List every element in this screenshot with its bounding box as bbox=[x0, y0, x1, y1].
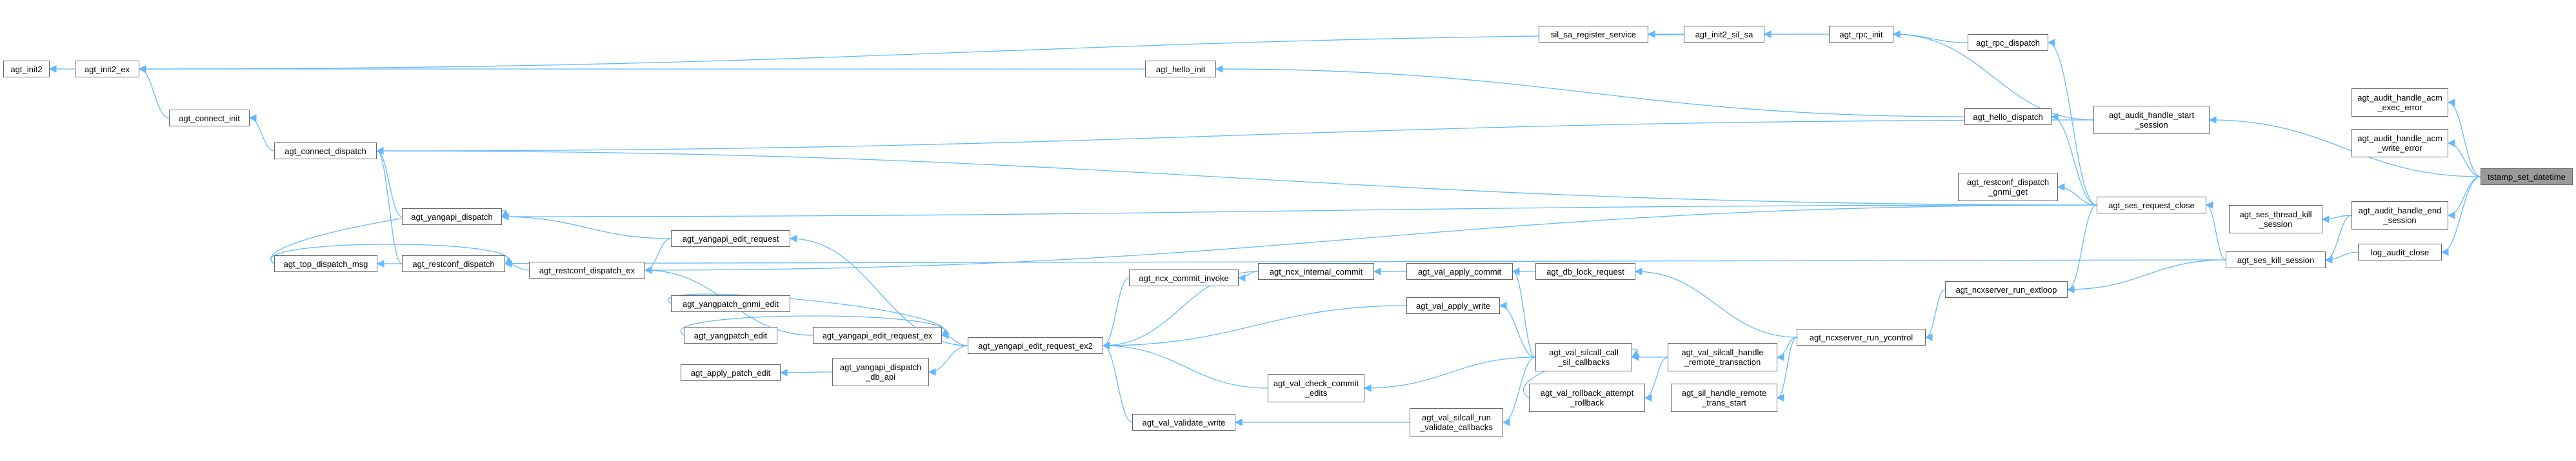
node-agt-connect-init[interactable]: agt_connect_init bbox=[169, 110, 250, 126]
node-agt-val-validate-write[interactable]: agt_val_validate_write bbox=[1132, 414, 1235, 431]
edge-agt_ses_request_close-to-agt_ncxserver_run_extloop bbox=[2066, 204, 2097, 293]
edge-agt_yangapi_edit_request-to-agt_yangapi_dispatch bbox=[501, 213, 672, 239]
edge-agt_ses_request_close-to-agt_rpc_dispatch bbox=[2047, 39, 2097, 206]
edge-log_audit_close-to-agt_ses_kill_session bbox=[2324, 251, 2359, 264]
edge-agt_val_validate_write-to-agt_yangapi_edit_request_ex2 bbox=[1102, 342, 1133, 423]
edge-agt_audit_handle_end_session-to-agt_ses_kill_session bbox=[2324, 215, 2352, 264]
node-agt-ses-thread-kill-session[interactable]: agt_ses_thread_kill _session bbox=[2229, 205, 2322, 233]
edge-agt_ses_request_close-to-agt_restconf_dispatch_ex bbox=[644, 204, 2097, 274]
edge-agt_restconf_dispatch_ex-to-agt_restconf_dispatch bbox=[504, 260, 530, 271]
edge-agt_ncx_internal_commit-to-agt_ncx_commit_invoke bbox=[1237, 271, 1259, 282]
edge-agt_ses_kill_session-to-agt_ses_request_close bbox=[2205, 201, 2226, 260]
node-agt-ncx-internal-commit[interactable]: agt_ncx_internal_commit bbox=[1258, 263, 1374, 280]
edge-agt_val_silcall_sil_callbacks-to-agt_val_apply_commit bbox=[1512, 268, 1536, 358]
node-agt-rpc-init[interactable]: agt_rpc_init bbox=[1829, 26, 1893, 43]
edge-agt_val_apply_write-to-agt_yangapi_edit_request_ex2 bbox=[1102, 305, 1407, 349]
node-agt-val-check-commit-edits[interactable]: agt_val_check_commit _edits bbox=[1268, 374, 1364, 402]
edge-agt_ses_request_close-to-agt_yangapi_dispatch bbox=[501, 204, 2097, 221]
node-agt-yangapi-dispatch[interactable]: agt_yangapi_dispatch bbox=[402, 208, 502, 225]
node-agt-restconf-dispatch-gnmi-get[interactable]: agt_restconf_dispatch _gnmi_get bbox=[1958, 173, 2058, 201]
node-agt-restconf-dispatch[interactable]: agt_restconf_dispatch bbox=[402, 255, 505, 272]
edge-tstamp_set_datetime-to-agt_audit_handle_acm_write_error bbox=[2447, 139, 2481, 177]
edge-agt_ses_request_close-to-agt_connect_dispatch bbox=[375, 147, 2097, 206]
node-agt-init2[interactable]: agt_init2 bbox=[3, 61, 50, 77]
node-agt-sil-handle-remote-trans-start[interactable]: agt_sil_handle_remote _trans_start bbox=[1671, 384, 1777, 412]
node-agt-rpc-dispatch[interactable]: agt_rpc_dispatch bbox=[1968, 34, 2048, 51]
edge-agt_ses_kill_session-to-agt_ncxserver_run_extloop bbox=[2066, 259, 2226, 293]
edge-agt_val_check_commit_edits-to-agt_yangapi_edit_request_ex2 bbox=[1102, 342, 1268, 389]
node-tstamp-set-datetime[interactable]: tstamp_set_datetime bbox=[2481, 168, 2573, 185]
edge-agt_connect_dispatch-to-agt_connect_init bbox=[248, 114, 275, 152]
edge-agt_yangapi_dispatch_db_api-to-agt_apply_patch_edit bbox=[779, 369, 833, 377]
node-agt-ses-request-close[interactable]: agt_ses_request_close bbox=[2097, 197, 2206, 213]
edge-agt_val_silcall_sil_callbacks-to-agt_val_silcall_run_validate_callbacks bbox=[1502, 357, 1536, 426]
edge-agt_val_silcall_sil_callbacks-to-agt_val_apply_write bbox=[1499, 302, 1536, 358]
node-agt-db-lock-request[interactable]: agt_db_lock_request bbox=[1535, 263, 1635, 280]
node-agt-val-silcall-call-sil-callbacks[interactable]: agt_val_silcall_call _sil_callbacks bbox=[1535, 343, 1632, 371]
edge-agt_ncxserver_run_extloop-to-agt_ncxserver_run_ycontrol bbox=[1924, 289, 1946, 341]
edge-tstamp_set_datetime-to-log_audit_close bbox=[2441, 176, 2481, 256]
edge-agt_ncxserver_run_ycontrol-to-agt_sil_handle_remote_trans_start bbox=[1776, 337, 1797, 402]
node-agt-init2-sil-sa[interactable]: agt_init2_sil_sa bbox=[1684, 26, 1764, 43]
node-agt-connect-dispatch[interactable]: agt_connect_dispatch bbox=[274, 142, 377, 159]
node-agt-audit-handle-acm-write-error[interactable]: agt_audit_handle_acm _write_error bbox=[2351, 129, 2448, 157]
edge-agt_ses_request_close-to-agt_restconf_dispatch_gnmi_get bbox=[2057, 183, 2097, 206]
node-agt-yangapi-dispatch-db-api[interactable]: agt_yangapi_dispatch _db_api bbox=[832, 358, 929, 386]
edge-tstamp_set_datetime-to-agt_audit_handle_end_session bbox=[2447, 176, 2481, 219]
node-agt-init2-ex[interactable]: agt_init2_ex bbox=[75, 61, 139, 77]
edge-agt_audit_handle_start_session-to-agt_rpc_init bbox=[1892, 30, 2094, 121]
node-agt-hello-dispatch[interactable]: agt_hello_dispatch bbox=[1964, 108, 2052, 125]
edge-agt_restconf_dispatch-to-agt_connect_dispatch bbox=[375, 147, 403, 264]
node-agt-yangapi-edit-request-ex[interactable]: agt_yangapi_edit_request_ex bbox=[813, 327, 942, 344]
node-agt-yangpatch-edit[interactable]: agt_yangpatch_edit bbox=[684, 327, 777, 344]
node-agt-audit-handle-start-session[interactable]: agt_audit_handle_start _session bbox=[2093, 106, 2210, 134]
edge-agt_ses_request_close-to-agt_hello_dispatch bbox=[2050, 113, 2097, 206]
node-sil-sa-register-service[interactable]: sil_sa_register_service bbox=[1539, 26, 1648, 43]
node-agt-top-dispatch-msg[interactable]: agt_top_dispatch_msg bbox=[274, 255, 377, 272]
edge-agt_hello_dispatch-to-agt_hello_init bbox=[1215, 65, 1965, 117]
edge-agt_audit_handle_start_session-to-agt_connect_dispatch bbox=[375, 119, 2094, 155]
edge-agt_rpc_dispatch-to-agt_rpc_init bbox=[1892, 30, 1968, 43]
node-agt-ses-kill-session[interactable]: agt_ses_kill_session bbox=[2226, 251, 2326, 268]
node-agt-restconf-dispatch-ex[interactable]: agt_restconf_dispatch_ex bbox=[529, 262, 645, 279]
node-agt-apply-patch-edit[interactable]: agt_apply_patch_edit bbox=[681, 364, 781, 381]
node-agt-ncxserver-run-extloop[interactable]: agt_ncxserver_run_extloop bbox=[1945, 281, 2068, 298]
node-agt-val-silcall-run-validate-callbacks[interactable]: agt_val_silcall_run _validate_callbacks bbox=[1410, 408, 1503, 436]
edge-agt_ncxserver_run_ycontrol-to-agt_db_lock_request bbox=[1634, 268, 1797, 338]
node-agt-yangpatch-gnmi-edit[interactable]: agt_yangpatch_gnmi_edit bbox=[671, 295, 790, 312]
node-log-audit-close[interactable]: log_audit_close bbox=[2358, 244, 2442, 260]
node-agt-yangapi-edit-request[interactable]: agt_yangapi_edit_request bbox=[671, 230, 790, 247]
edge-agt_yangapi_edit_request_ex2-to-agt_yangapi_dispatch_db_api bbox=[928, 345, 968, 376]
node-agt-val-apply-write[interactable]: agt_val_apply_write bbox=[1406, 297, 1500, 314]
node-agt-val-silcall-handle-remote-transaction[interactable]: agt_val_silcall_handle _remote_transacti… bbox=[1668, 343, 1777, 371]
edge-agt_rpc_init-to-agt_init2_ex bbox=[138, 34, 1830, 73]
node-agt-ncx-commit-invoke[interactable]: agt_ncx_commit_invoke bbox=[1129, 270, 1239, 286]
node-agt-ncxserver-run-ycontrol[interactable]: agt_ncxserver_run_ycontrol bbox=[1797, 329, 1926, 346]
edge-agt_ncx_commit_invoke-to-agt_yangapi_edit_request_ex2 bbox=[1102, 277, 1130, 349]
node-agt-audit-handle-acm-exec-error[interactable]: agt_audit_handle_acm _exec_error bbox=[2351, 88, 2448, 117]
edge-agt_val_silcall_sil_callbacks-to-agt_val_check_commit_edits bbox=[1363, 357, 1536, 392]
node-agt-audit-handle-end-session[interactable]: agt_audit_handle_end _session bbox=[2351, 201, 2448, 230]
edge-tstamp_set_datetime-to-agt_audit_handle_acm_exec_error bbox=[2447, 99, 2481, 177]
edge-agt_val_silcall_handle_remote_transaction-to-agt_val_rollback_attempt_rollback bbox=[1644, 357, 1668, 402]
edge-agt_yangpatch_edit-to-agt_yangapi_edit_request_ex bbox=[680, 315, 950, 336]
edge-agt_yangapi_edit_request_ex2-to-agt_yangapi_edit_request_ex bbox=[941, 331, 968, 346]
node-agt-val-apply-commit[interactable]: agt_val_apply_commit bbox=[1406, 263, 1513, 280]
node-agt-hello-init[interactable]: agt_hello_init bbox=[1145, 61, 1216, 77]
node-agt-yangapi-edit-request-ex2[interactable]: agt_yangapi_edit_request_ex2 bbox=[968, 337, 1103, 354]
edge-agt_yangapi_edit_request-to-agt_restconf_dispatch_ex bbox=[644, 238, 672, 274]
node-agt-val-rollback-attempt-rollback[interactable]: agt_val_rollback_attempt _rollback bbox=[1529, 384, 1645, 412]
edge-agt_top_dispatch_msg-to-agt_restconf_dispatch bbox=[270, 244, 514, 264]
edge-agt_connect_init-to-agt_init2_ex bbox=[138, 65, 170, 119]
edge-agt_audit_handle_end_session-to-agt_ses_thread_kill_session bbox=[2321, 215, 2352, 223]
edge-tstamp_set_datetime-to-agt_audit_handle_start_session bbox=[2208, 116, 2481, 177]
